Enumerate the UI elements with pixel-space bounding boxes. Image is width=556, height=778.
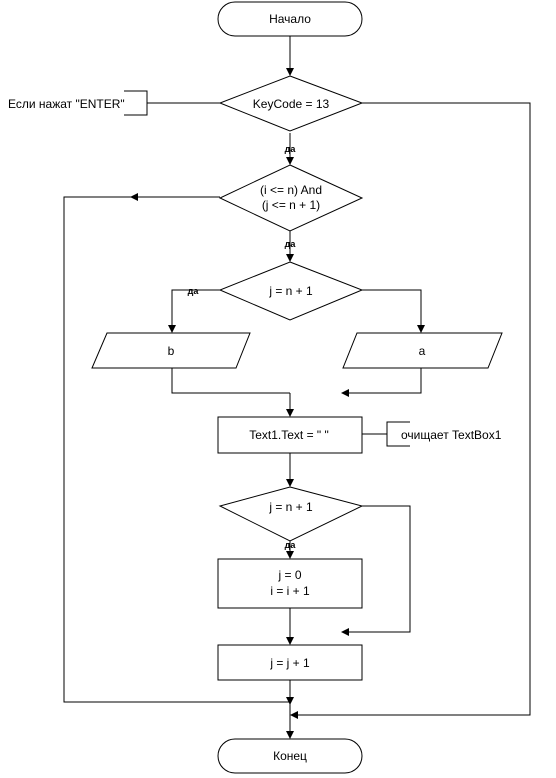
io-output-b-label: b [168,344,175,358]
process-clear-text-label: Text1.Text = " " [249,428,329,442]
io-output-b: b [91,332,251,369]
process-reset: j = 0 i = i + 1 [217,558,363,609]
decision-keycode-label: KeyCode = 13 [253,97,330,111]
process-reset-line1: j = 0 [277,568,301,582]
yes-label-3: да [188,286,200,296]
decision-loop: (i <= n) And (j <= n + 1) [218,164,364,232]
end-label: Конец [273,749,307,763]
comment-textbox: очищает TextBox1 [386,421,502,447]
decision-j-first-label: j = n + 1 [268,284,313,298]
yes-label-2: да [285,239,297,249]
comment-textbox-text: очищает TextBox1 [401,428,502,442]
io-output-a-label: a [419,344,426,358]
decision-keycode: KeyCode = 13 [218,75,364,132]
connector-lines [63,36,531,734]
end-terminator: Конец [217,738,363,774]
io-output-a: a [342,332,503,369]
yes-label-1: да [285,144,297,154]
comment-enter: Если нажат "ENTER" [8,90,148,116]
process-increment-label: j = j + 1 [269,656,310,670]
decision-loop-line1: (i <= n) And [260,183,322,197]
decision-j-first: j = n + 1 [218,261,364,321]
start-terminator: Начало [217,1,363,37]
process-reset-line2: i = i + 1 [270,584,310,598]
start-label: Начало [269,12,311,26]
decision-j-second: j = n + 1 [218,486,364,542]
process-increment: j = j + 1 [217,644,363,681]
decision-j-second-label: j = n + 1 [268,500,313,514]
decision-loop-line2: (j <= n + 1) [262,198,320,212]
process-clear-text: Text1.Text = " " [217,416,363,454]
comment-enter-text: Если нажат "ENTER" [8,97,125,111]
yes-label-4: да [285,540,297,550]
arrowheads [130,68,425,739]
